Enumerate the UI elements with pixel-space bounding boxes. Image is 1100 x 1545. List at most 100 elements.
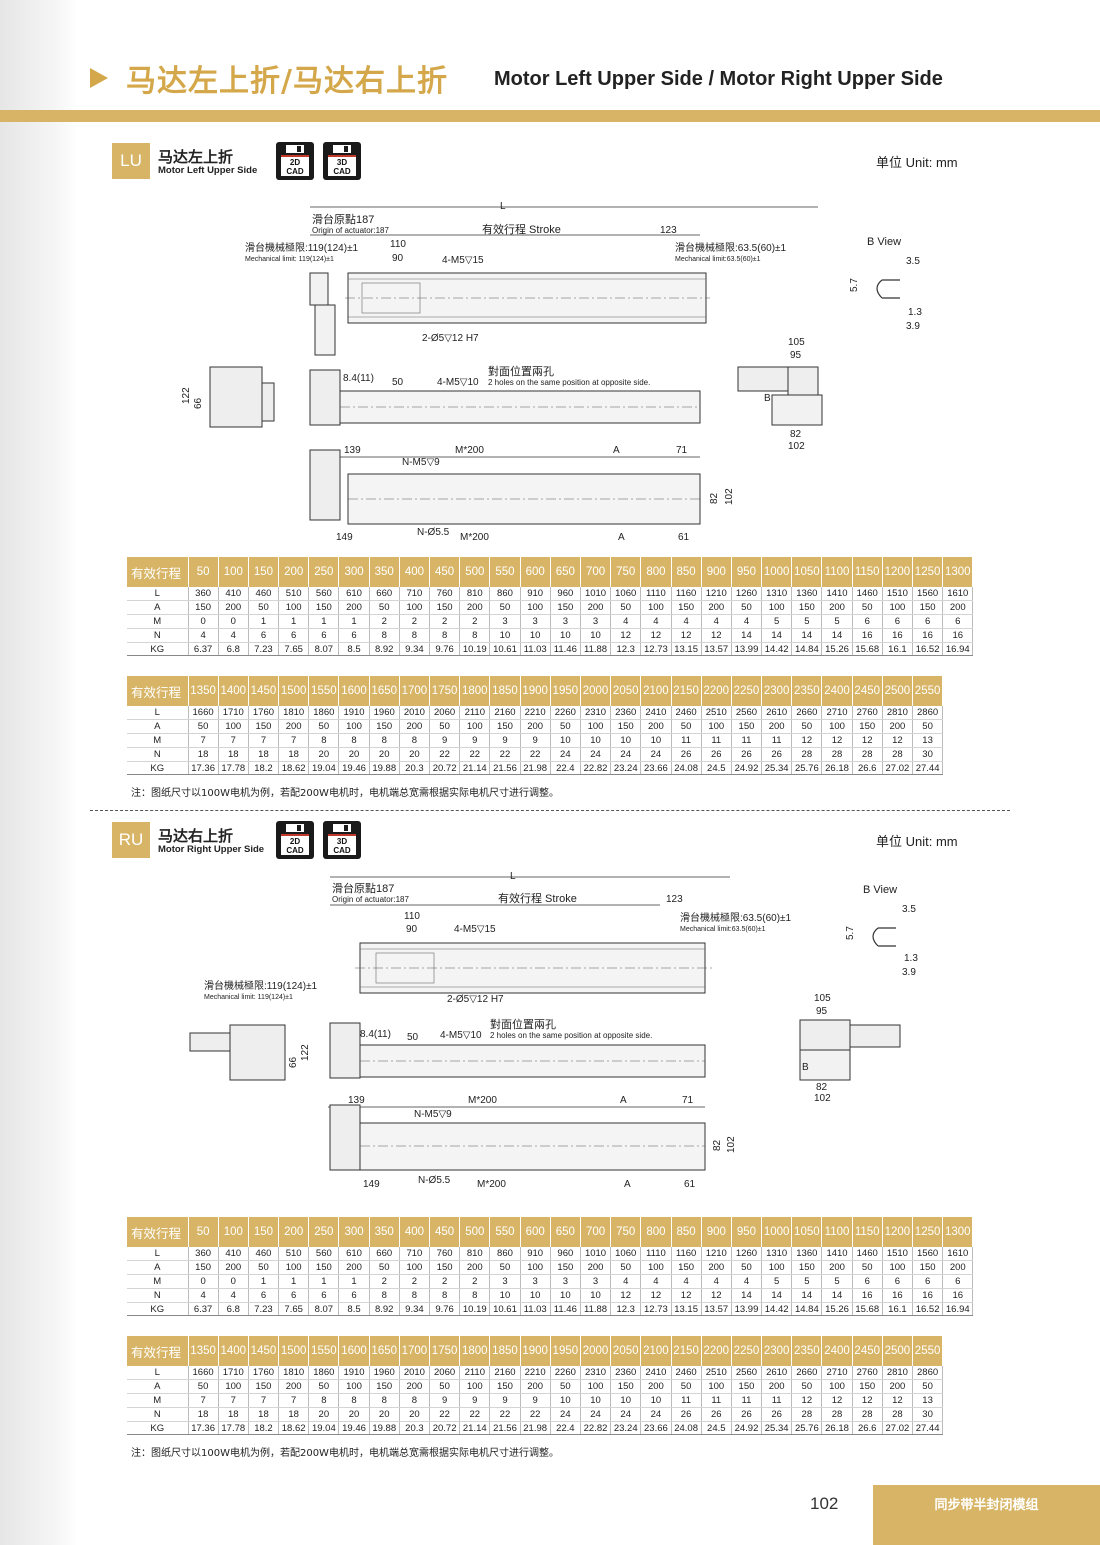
- table-cell: 4: [610, 1274, 642, 1289]
- table-cell: 27.02: [882, 1421, 914, 1436]
- table-cell: 20: [308, 1407, 340, 1422]
- series-name: 同步带半封闭模组: [873, 1485, 1100, 1545]
- row-label: L: [127, 1247, 189, 1262]
- table-cell: 2: [369, 1274, 400, 1289]
- table-cell: 2810: [882, 706, 914, 721]
- table-cell: 9.76: [429, 642, 461, 657]
- table-cell: 14: [761, 628, 793, 643]
- table-cell: 200: [338, 600, 370, 616]
- table-cell: 4: [731, 1274, 763, 1289]
- table-cell: 12: [610, 1288, 642, 1303]
- table-cell: 12: [671, 628, 702, 643]
- table-cell: 8: [399, 1393, 431, 1408]
- stroke-value: 1950: [550, 676, 581, 706]
- table-cell: 16: [882, 628, 914, 643]
- table-cell: 1310: [761, 1247, 793, 1262]
- table-cell: 12: [640, 1288, 672, 1303]
- stroke-value: 1350: [188, 676, 219, 706]
- table-cell: 8: [399, 628, 431, 643]
- stroke-value: 1600: [338, 1336, 370, 1366]
- stroke-value: 950: [731, 557, 763, 587]
- table-cell: 4: [701, 1274, 732, 1289]
- table-cell: 1710: [218, 706, 249, 721]
- table-cell: 24: [640, 1407, 672, 1422]
- table-cell: 200: [459, 600, 491, 616]
- stroke-value: 750: [610, 1217, 642, 1247]
- dim-122: 122: [181, 387, 192, 404]
- table-cell: 100: [882, 600, 914, 616]
- stroke-value: 2250: [731, 676, 763, 706]
- dim-90: 90: [406, 924, 418, 935]
- table-cell: 150: [188, 1260, 219, 1276]
- table-cell: 2260: [550, 1366, 581, 1381]
- stroke-value: 1400: [218, 676, 249, 706]
- table-cell: 4: [640, 1274, 672, 1289]
- cad-2d-button[interactable]: 2D CAD: [276, 142, 314, 180]
- table-cell: 1510: [882, 1247, 914, 1262]
- table-cell: 660: [369, 1247, 400, 1262]
- table-cell: 2110: [459, 1366, 491, 1381]
- table-cell: 16.52: [912, 642, 944, 657]
- cad-2d-label: 2D CAD: [281, 157, 309, 176]
- stroke-value: 2200: [701, 676, 732, 706]
- table-cell: 11.88: [580, 642, 612, 657]
- cad-3d-button[interactable]: 3D CAD: [323, 142, 361, 180]
- table-cell: 18.2: [248, 761, 280, 776]
- table-cell: 1: [338, 614, 370, 629]
- table-cell: 150: [731, 719, 763, 735]
- stroke-value: 1800: [459, 676, 491, 706]
- table-cell: 710: [399, 1247, 431, 1262]
- table-cell: 50: [248, 1260, 280, 1276]
- dim-82: 82: [790, 429, 802, 440]
- dim-102-side: 102: [724, 488, 735, 505]
- table-cell: 2010: [399, 1366, 431, 1381]
- table-cell: 150: [429, 600, 461, 616]
- cad-3d-button[interactable]: 3D CAD: [323, 821, 361, 859]
- title-cn: 马达左上折/马达右上折: [126, 64, 448, 99]
- table-cell: 25.34: [761, 1421, 793, 1436]
- table-cell: 6.37: [188, 1302, 219, 1317]
- m200-bottom: M*200: [477, 1179, 506, 1190]
- stroke-value: 2150: [671, 1336, 702, 1366]
- table-cell: 560: [308, 587, 340, 602]
- cad-2d-button[interactable]: 2D CAD: [276, 821, 314, 859]
- table-cell: 8: [429, 628, 461, 643]
- row-label: L: [127, 587, 189, 602]
- row-label: A: [127, 1260, 189, 1276]
- table-cell: 22.4: [550, 761, 581, 776]
- table-cell: 11: [671, 1393, 702, 1408]
- table-cell: 19.04: [308, 1421, 340, 1436]
- table-cell: 25.76: [791, 761, 823, 776]
- table-cell: 8: [369, 733, 400, 748]
- table-cell: 2410: [640, 706, 672, 721]
- table-cell: 100: [761, 1260, 793, 1276]
- stroke-value: 1450: [248, 1336, 280, 1366]
- table-cell: 200: [640, 1379, 672, 1395]
- table-cell: 6: [308, 628, 340, 643]
- stroke-value: 100: [218, 557, 249, 587]
- dim-105: 105: [814, 993, 831, 1004]
- table-cell: 9: [459, 733, 491, 748]
- table-cell: 4: [610, 614, 642, 629]
- table-cell: 24.08: [671, 1421, 702, 1436]
- table-cell: 2760: [852, 706, 883, 721]
- stroke-value: 1550: [308, 676, 340, 706]
- table-cell: 11.46: [550, 642, 581, 657]
- mech-right-en: Mechanical limit:63.5(60)±1: [675, 256, 761, 263]
- table-cell: 17.78: [218, 1421, 249, 1436]
- stroke-value: 300: [338, 1217, 370, 1247]
- nm5-label: N-M5▽9: [402, 457, 440, 468]
- table-cell: 20.3: [399, 1421, 431, 1436]
- table-cell: 2760: [852, 1366, 883, 1381]
- row-label: KG: [127, 1302, 189, 1317]
- stroke-value: 900: [701, 557, 732, 587]
- stroke-value: 2300: [761, 1336, 793, 1366]
- stroke-value: 2350: [791, 1336, 823, 1366]
- dim-82-side: 82: [709, 492, 720, 504]
- table-cell: 6: [278, 628, 310, 643]
- table-cell: 1: [338, 1274, 370, 1289]
